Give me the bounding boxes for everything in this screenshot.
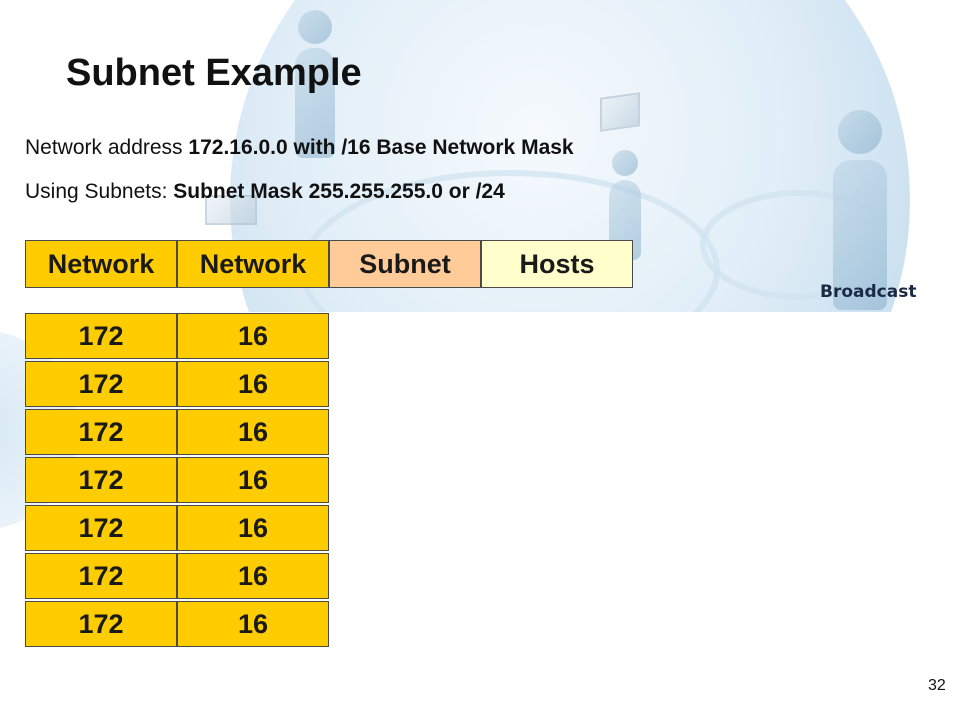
subnet-mask-line: Using Subnets: Subnet Mask 255.255.255.0… — [25, 180, 505, 204]
line-bold-text: Subnet Mask 255.255.255.0 or /24 — [173, 180, 505, 203]
line-prefix: Network address — [25, 136, 189, 159]
white-panel — [205, 312, 960, 655]
row-octet2-cell: 16 — [177, 457, 329, 503]
row-octet1-cell: 172 — [25, 457, 177, 503]
row-octet1-cell: 172 — [25, 361, 177, 407]
row-octet1-cell: 172 — [25, 409, 177, 455]
row-octet2-cell: 16 — [177, 553, 329, 599]
row-octet2-cell: 16 — [177, 361, 329, 407]
slide-title: Subnet Example — [66, 52, 362, 94]
network-ring — [700, 190, 900, 300]
page-number: 32 — [928, 677, 946, 694]
person-silhouette-icon — [285, 10, 345, 160]
header-subnet: Subnet — [329, 240, 481, 288]
row-octet2-cell: 16 — [177, 601, 329, 647]
laptop-graphic — [205, 195, 257, 225]
line-prefix: Using Subnets: — [25, 180, 174, 203]
row-octet1-cell: 172 — [25, 553, 177, 599]
row-octet2-cell: 16 — [177, 313, 329, 359]
person-silhouette-icon — [820, 110, 900, 310]
row-octet1-cell: 172 — [25, 313, 177, 359]
header-hosts: Hosts — [481, 240, 633, 288]
laptop-graphic — [600, 92, 640, 132]
row-octet1-cell: 172 — [25, 601, 177, 647]
broadcast-label: Broadcast — [820, 282, 917, 302]
header-network-2: Network — [177, 240, 329, 288]
white-panel — [205, 655, 688, 720]
network-address-line: Network address 172.16.0.0 with /16 Base… — [25, 136, 574, 160]
header-network-1: Network — [25, 240, 177, 288]
row-octet1-cell: 172 — [25, 505, 177, 551]
row-octet2-cell: 16 — [177, 505, 329, 551]
line-bold-text: 172.16.0.0 with /16 Base Network Mask — [188, 136, 574, 159]
row-octet2-cell: 16 — [177, 409, 329, 455]
